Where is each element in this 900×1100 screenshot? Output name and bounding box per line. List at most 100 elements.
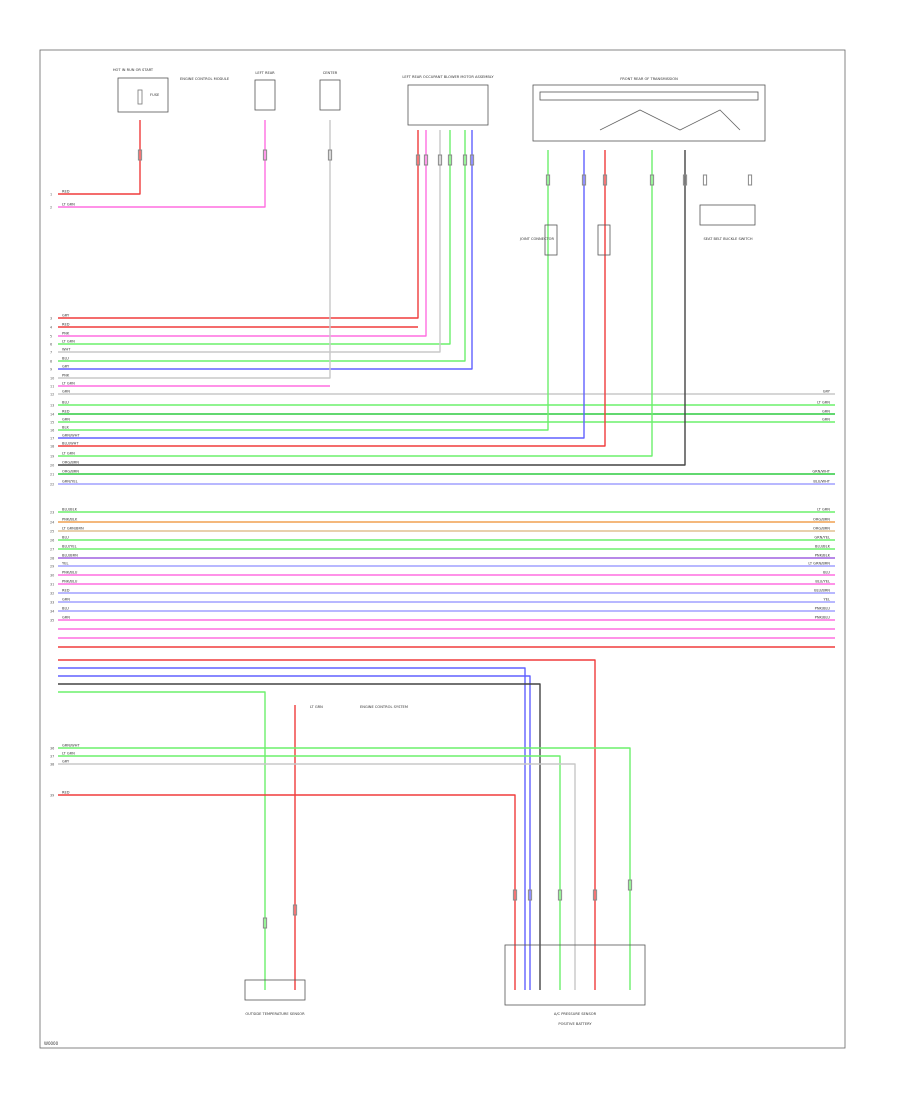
left-pin-26: 26 — [50, 539, 54, 543]
seat-belt-switch-box — [699, 204, 756, 226]
left-pin-29: 29 — [50, 565, 54, 569]
wire-row-2 — [58, 120, 266, 208]
pressure-sensor-label: A/C PRESSURE SENSOR — [554, 1012, 597, 1016]
connector-marker-7 — [447, 154, 453, 166]
left-rear-label: LEFT REAR — [255, 71, 275, 75]
wire-row-5 — [58, 130, 427, 337]
left-wire-label-8: BLU — [62, 357, 69, 361]
connector-marker-17 — [262, 917, 268, 929]
right-wire-label-3: GRN — [822, 410, 830, 414]
fuse-hot-label: HOT IN RUN OR START — [113, 68, 154, 72]
right-wire-label-6: BLU/WHT — [813, 480, 830, 484]
right-wire-label-19: PNK/BLU — [815, 616, 831, 620]
wire-row-9 — [58, 130, 473, 370]
left-wire-label-25: LT GRN/BRN — [62, 527, 84, 531]
left-pin-24: 24 — [50, 521, 54, 525]
left-pin-34: 34 — [50, 610, 54, 614]
left-pin-13: 13 — [50, 404, 54, 408]
left-pin-25: 25 — [50, 530, 54, 534]
left-wire-label-26: BLU — [62, 536, 69, 540]
left-pin-8: 8 — [50, 360, 52, 364]
right-wire-label-2: LT GRN — [817, 401, 830, 405]
wire-to-sensor-c — [58, 675, 531, 990]
wire-to-sensor-d — [58, 683, 541, 990]
left-pin-18: 18 — [50, 445, 54, 449]
seat-belt-switch-label: SEAT BELT BUCKLE SWITCH — [703, 237, 752, 241]
left-wire-label-10: PNK — [62, 374, 70, 378]
right-wire-label-12: PNK/BLK — [815, 554, 831, 558]
wire-row-16 — [58, 150, 549, 431]
right-wire-label-16: BLU/BRN — [814, 589, 830, 593]
left-pin-9: 9 — [50, 368, 52, 372]
connector-marker-18 — [292, 904, 298, 916]
left-wire-label-24: PNK/BLK — [62, 518, 78, 522]
left-pin-3: 3 — [50, 317, 52, 321]
left-pin-6: 6 — [50, 343, 52, 347]
wire-row-8 — [58, 130, 466, 362]
left-pin-27: 27 — [50, 548, 54, 552]
connector-marker-16 — [747, 174, 753, 186]
left-wire-label-4: RED — [62, 323, 70, 327]
right-wire-label-15: BLU/YEL — [815, 580, 830, 584]
left-wire-label-32: RED — [62, 589, 70, 593]
connector-marker-13 — [649, 174, 655, 186]
connector-marker-4 — [415, 154, 421, 166]
right-wire-label-9: ORG/BRN — [813, 527, 830, 531]
footer-code: W0000 — [44, 1041, 59, 1046]
left-wire-label-23: BLU/BLK — [62, 508, 78, 512]
lower-pin-36: 36 — [50, 747, 54, 751]
engine-control-wire: LT GRN — [310, 705, 323, 709]
left-pin-35: 35 — [50, 619, 54, 623]
ambient-sensor-label: OUTSIDE TEMPERATURE SENSOR — [245, 1012, 305, 1016]
right-wire-label-14: BLU — [823, 571, 830, 575]
left-wire-label-20: ORG/BRN — [62, 461, 79, 465]
connector-marker-12 — [602, 174, 608, 186]
wire-lower-39 — [58, 794, 516, 990]
ambient-sensor-box — [244, 979, 306, 1001]
left-wire-label-34: BLU — [62, 607, 69, 611]
wire-row-18 — [58, 150, 606, 447]
right-wire-label-10: GRN/YEL — [814, 536, 830, 540]
left-wire-label-2: LT GRN — [62, 203, 75, 207]
lower-wire-label-39: RED — [62, 791, 70, 795]
wire-lower-37 — [58, 755, 561, 990]
lower-wire-label-38: GRY — [62, 760, 70, 764]
wire-to-ambient — [58, 691, 266, 990]
fuse-icon — [137, 89, 143, 105]
diagram-border — [39, 49, 846, 1049]
right-wire-label-5: GRN/WHT — [812, 470, 830, 474]
transmission-header — [539, 91, 759, 101]
right-wire-label-8: ORG/BRN — [813, 518, 830, 522]
left-pin-12: 12 — [50, 393, 54, 397]
left-wire-label-28: BLU/BRN — [62, 554, 78, 558]
wire-lower-38 — [58, 763, 576, 990]
lower-pin-39: 39 — [50, 794, 54, 798]
pressure-sensor-box — [504, 944, 646, 1006]
center-label: CENTER — [323, 71, 338, 75]
left-wire-label-29: YEL — [62, 562, 68, 566]
left-pin-23: 23 — [50, 511, 54, 515]
left-wire-label-30: PNK/BLU — [62, 571, 78, 575]
connector-marker-20 — [527, 889, 533, 901]
left-pin-28: 28 — [50, 557, 54, 561]
fuse-note: ENGINE CONTROL MODULE — [180, 77, 230, 81]
left-pin-22: 22 — [50, 483, 54, 487]
lower-pin-38: 38 — [50, 763, 54, 767]
left-wire-label-18: BLU/WHT — [62, 442, 79, 446]
left-pin-33: 33 — [50, 601, 54, 605]
left-wire-label-17: GRN/WHT — [62, 434, 80, 438]
joint-connector-right — [597, 224, 611, 256]
right-wire-label-11: BLU/BLK — [815, 545, 831, 549]
left-pin-30: 30 — [50, 574, 54, 578]
wire-row-1 — [58, 120, 141, 195]
components-layer — [117, 77, 766, 1006]
wire-row-20 — [58, 150, 686, 466]
left-wire-label-31: PNK/BLU — [62, 580, 78, 584]
left-wire-label-11: LT GRN — [62, 382, 75, 386]
left-pin-21: 21 — [50, 473, 54, 477]
right-wire-label-18: PNK/BLU — [815, 607, 831, 611]
left-wire-label-1: RED — [62, 190, 70, 194]
left-pin-10: 10 — [50, 377, 54, 381]
